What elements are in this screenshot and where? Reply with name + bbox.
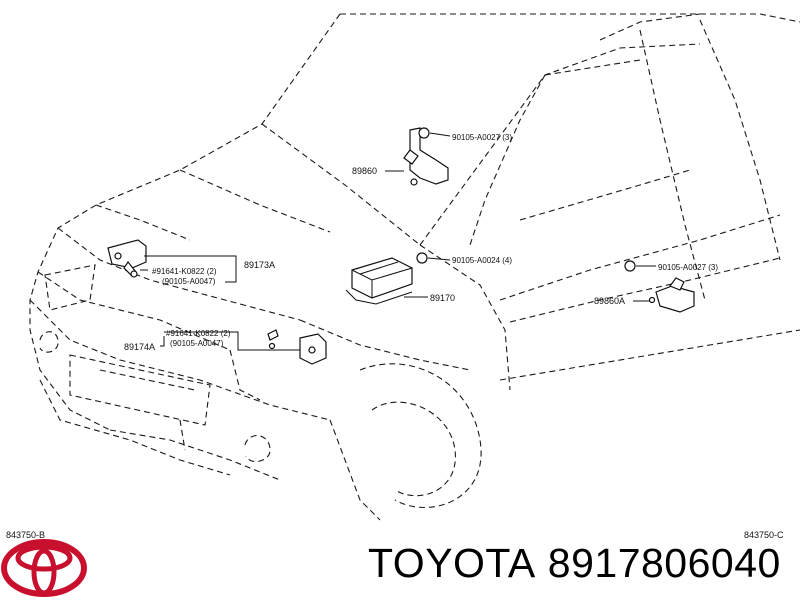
callout-labels: 89173A #91641-K0822 (2) (90105-A0047) 89…	[124, 133, 718, 352]
bolt-icon-2	[267, 329, 279, 350]
brand-name: TOYOTA	[368, 540, 536, 586]
bolt-icon	[130, 270, 138, 278]
callout-alt-89174A: (90105-A0047)	[170, 339, 224, 348]
callout-nut-89860A: 90105-A0027 (3)	[658, 263, 718, 272]
callout-bolt-89174A: #91641-K0822 (2)	[166, 329, 231, 338]
callout-nut-89170: 90105-A0024 (4)	[452, 256, 512, 265]
ref-code-left: 843750-B	[6, 530, 45, 540]
callout-nut-89860: 90105-A0027 (3)	[452, 133, 512, 142]
part-number: 8917806040	[547, 540, 781, 586]
label-89860A: 89860A	[594, 296, 625, 306]
nut-icon	[418, 127, 430, 139]
label-89174A: 89174A	[124, 342, 155, 352]
callout-bolt-89173A: #91641-K0822 (2)	[152, 267, 217, 276]
label-89173A: 89173A	[244, 260, 275, 270]
label-89170: 89170	[430, 293, 455, 303]
part-89170-ecu[interactable]	[345, 257, 413, 305]
vehicle-outline	[29, 13, 800, 521]
nut-icon-2	[416, 252, 428, 264]
part-89860-sensor[interactable]	[403, 127, 449, 186]
nut-icon-3	[624, 260, 636, 272]
leader-lines	[140, 132, 656, 351]
ref-code-right: 843750-C	[744, 530, 784, 540]
part-89174A-sensor[interactable]	[299, 333, 327, 365]
label-89860: 89860	[352, 166, 377, 176]
callout-alt-89173A: (90105-A0047)	[162, 277, 216, 286]
part-89173A-sensor[interactable]	[107, 239, 147, 277]
toyota-logo-icon	[1, 539, 87, 597]
part-89860A-sensor[interactable]	[648, 277, 695, 313]
